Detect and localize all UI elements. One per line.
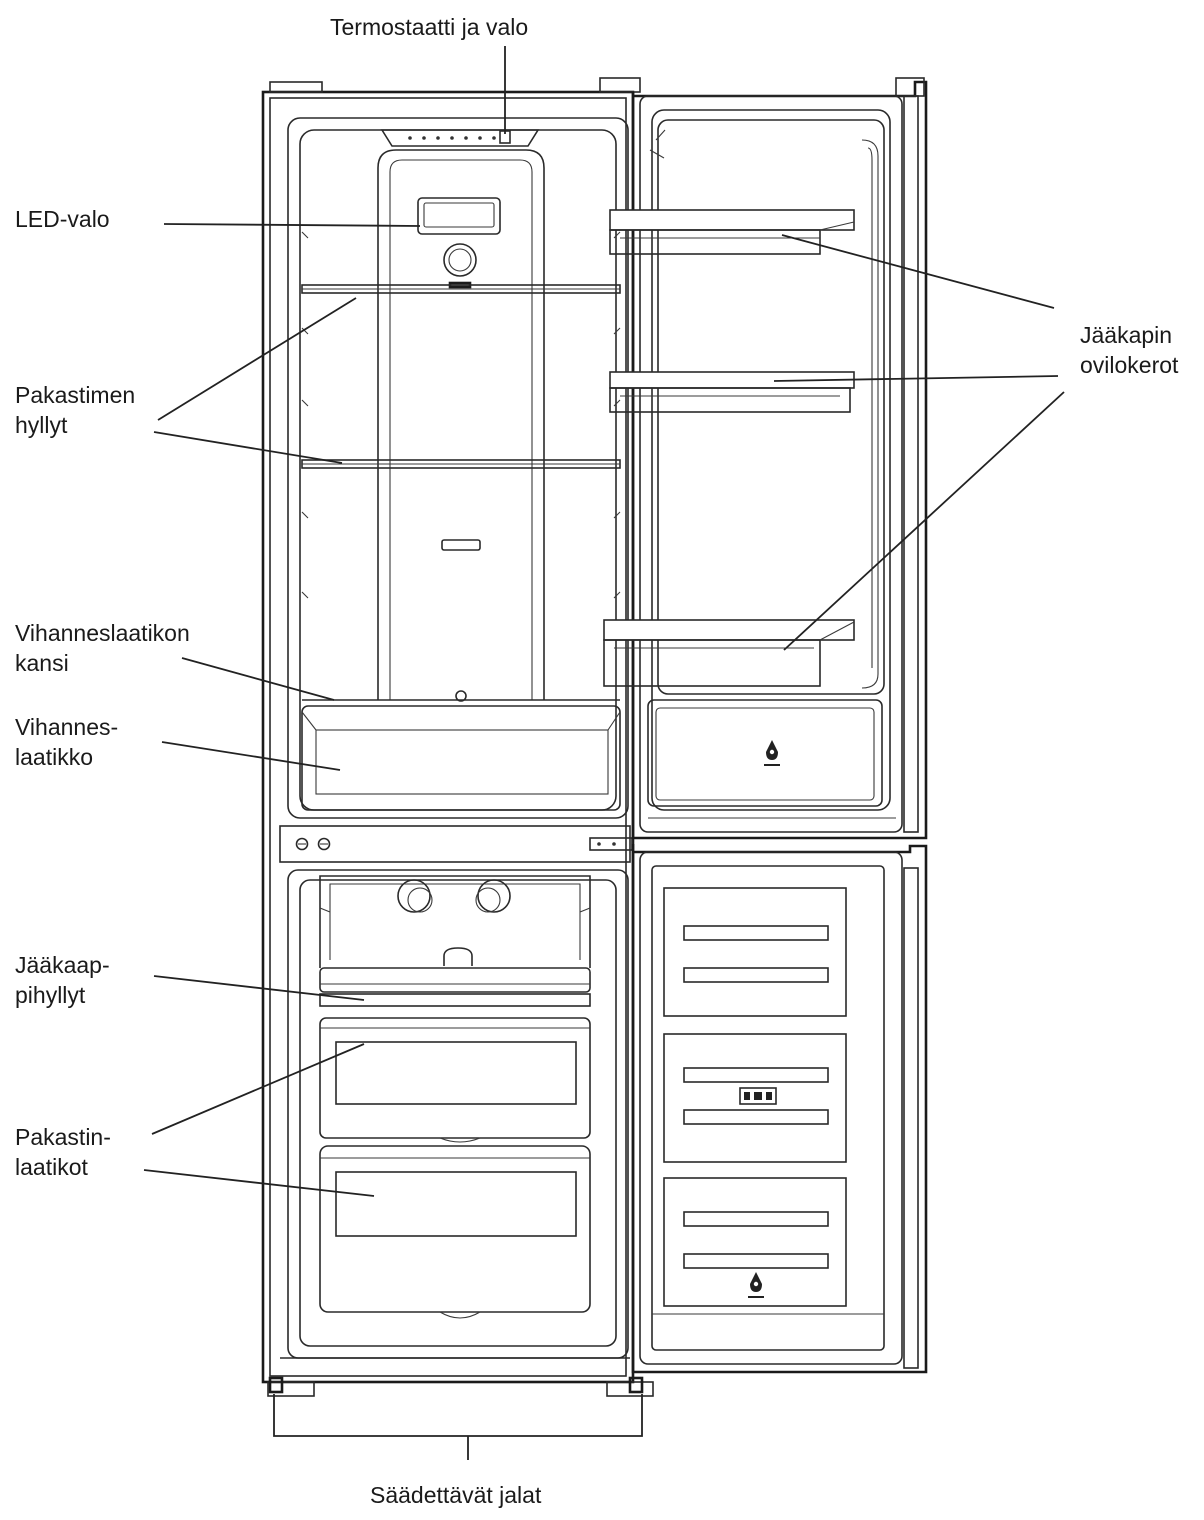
label-led-light: LED-valo xyxy=(15,206,110,232)
label-freezer-shelves: Pakastimen hyllyt xyxy=(15,382,136,438)
lower-compartment xyxy=(280,869,630,1359)
snowflake-control-icon xyxy=(739,1087,777,1105)
label-fridge-shelves: Jääkaap- pihyllyt xyxy=(15,952,110,1008)
label-adjustable-feet: Säädettävät jalat xyxy=(370,1482,542,1508)
upper-compartment xyxy=(287,117,629,819)
drop-symbol-icon xyxy=(764,740,780,766)
upper-door xyxy=(603,77,928,840)
lower-door xyxy=(631,844,928,1374)
drop-symbol-icon xyxy=(748,1272,764,1298)
label-freezer-drawers: Pakastin- laatikot xyxy=(15,1124,111,1180)
leader-lines xyxy=(143,46,1065,1460)
divider xyxy=(279,825,633,863)
label-door-shelves: Jääkapin ovilokerot xyxy=(1080,322,1179,378)
label-crisper-cover: Vihanneslaatikon kansi xyxy=(15,620,190,676)
label-thermostat: Termostaatti ja valo xyxy=(330,14,529,40)
label-crisper: Vihannes- laatikko xyxy=(15,714,119,770)
